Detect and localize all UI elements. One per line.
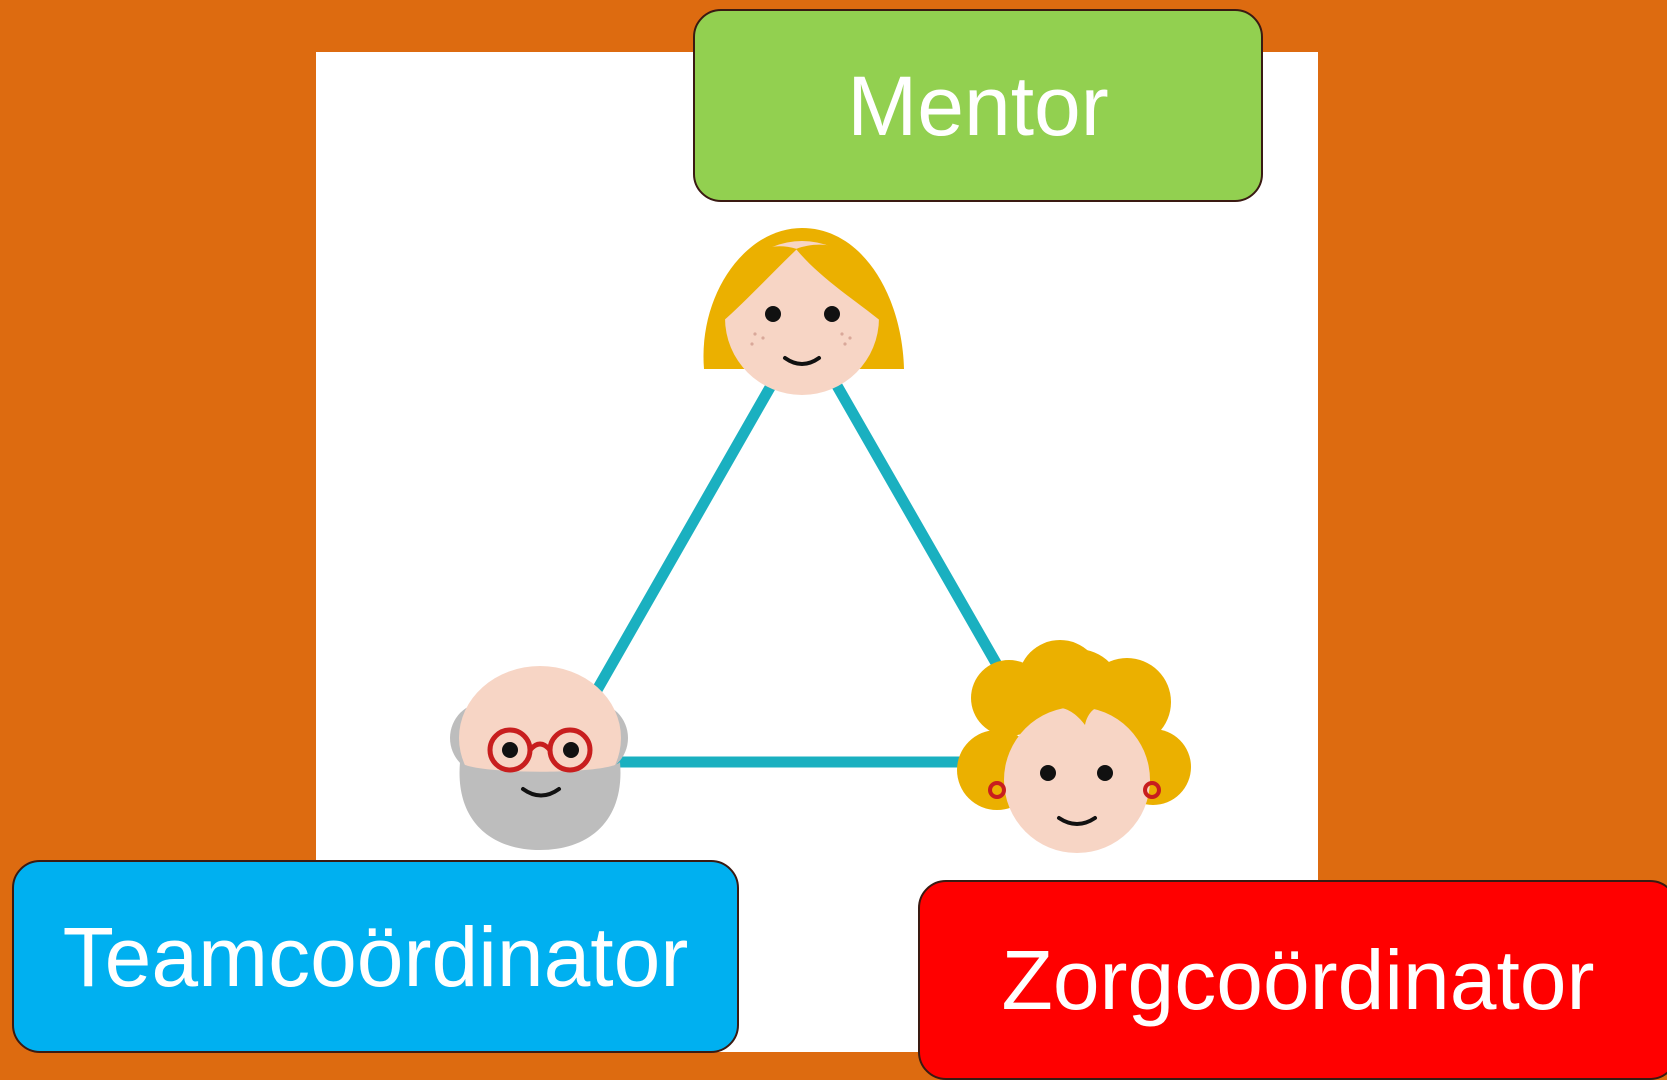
young-woman-avatar-icon [703,228,904,395]
mentor-label: Mentor [847,58,1109,153]
connector-lines [587,364,1006,768]
teamcoordinator-label: Teamcoördinator [62,909,689,1004]
zorgcoordinator-label-box: Zorgcoördinator [918,880,1667,1080]
curly-haired-woman-avatar-icon [957,640,1191,853]
bearded-man-with-glasses-avatar-icon [450,666,628,850]
teamcoordinator-label-box: Teamcoördinator [12,860,739,1053]
zorgcoordinator-label: Zorgcoördinator [1001,933,1595,1027]
connector-mentor-team [587,364,786,703]
connector-mentor-zorg [822,364,1006,676]
mentor-label-box: Mentor [693,9,1263,202]
